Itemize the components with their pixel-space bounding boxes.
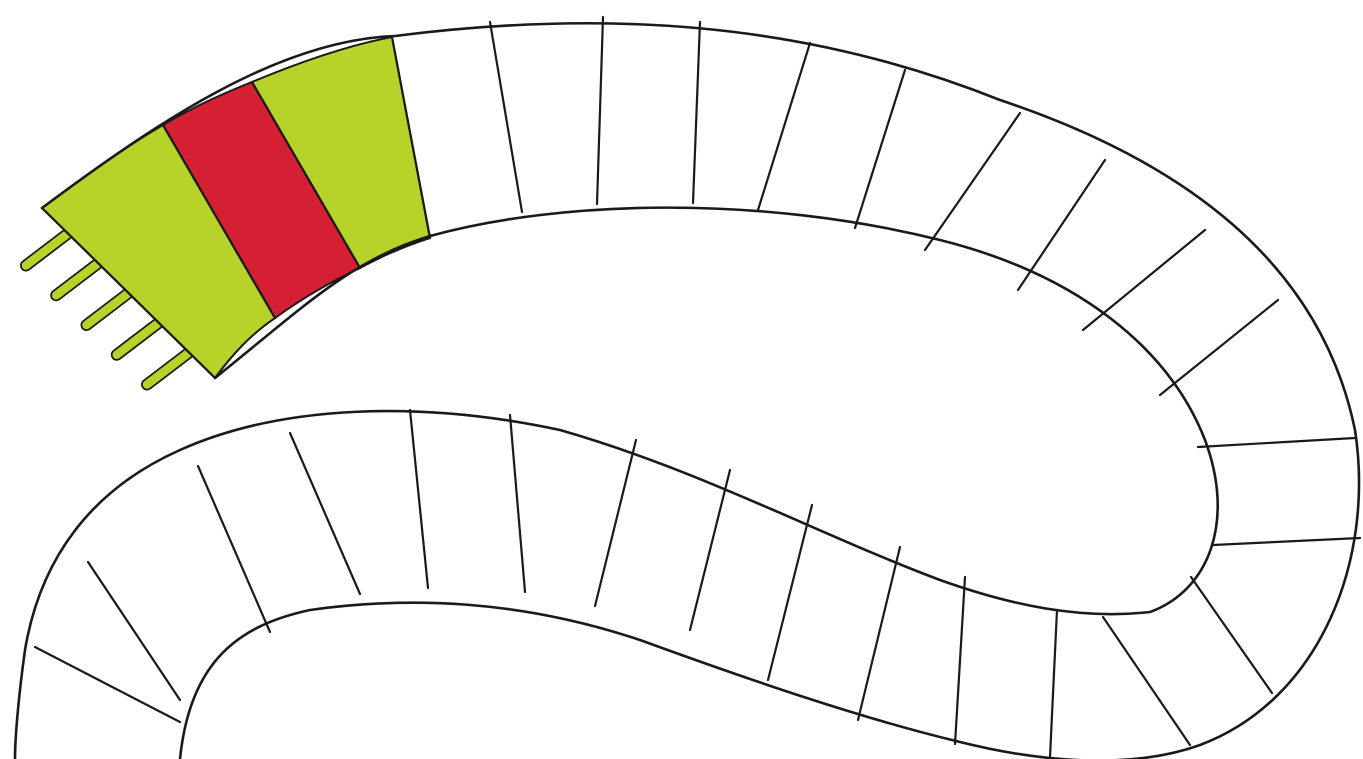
space-divider xyxy=(88,562,180,700)
space-divider xyxy=(1050,610,1057,757)
space-divider xyxy=(1198,438,1355,447)
space-divider xyxy=(855,70,905,228)
space-divider xyxy=(693,22,700,203)
space-divider xyxy=(490,22,522,212)
space-divider xyxy=(1083,230,1205,330)
fringe-tassel xyxy=(56,263,98,295)
space-divider xyxy=(198,466,270,632)
fringe-tassel xyxy=(87,293,129,325)
fringe-tassel xyxy=(147,353,189,385)
space-divider xyxy=(758,43,810,210)
space-divider xyxy=(925,113,1020,250)
space-divider xyxy=(410,410,428,588)
space-divider xyxy=(955,577,965,744)
board-spaces xyxy=(42,37,430,378)
fringe-tassel xyxy=(26,234,68,266)
space-divider xyxy=(290,433,360,594)
space-divider xyxy=(597,17,603,204)
space-divider xyxy=(35,647,180,722)
fringe-tassel xyxy=(117,323,159,355)
space-divider xyxy=(1160,300,1278,395)
space-divider xyxy=(858,547,900,720)
space-divider xyxy=(690,470,730,630)
space-divider xyxy=(510,415,525,592)
space-divider xyxy=(1191,577,1272,693)
space-divider xyxy=(595,440,636,606)
space-divider xyxy=(1213,538,1360,545)
space-divider xyxy=(768,505,812,680)
space-divider xyxy=(1103,617,1190,745)
